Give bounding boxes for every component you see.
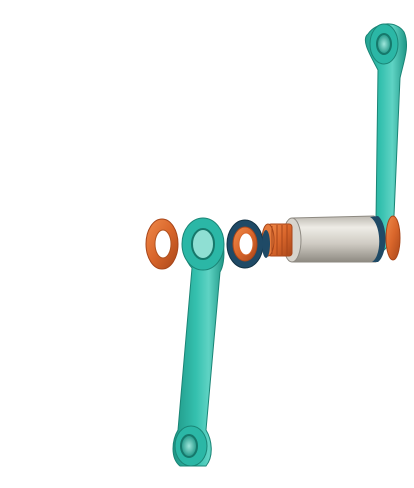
splined-spindle-end <box>261 223 293 257</box>
washer-ring <box>145 218 179 270</box>
bearing-ring <box>226 219 270 269</box>
spindle-sleeve <box>282 215 386 263</box>
left-crank-spline-hole <box>191 228 215 260</box>
left-crank-pedal-hole <box>180 434 198 458</box>
right-end-cap <box>385 215 401 261</box>
left-crank-arm <box>172 217 225 467</box>
right-crank-pedal-hole <box>376 33 392 55</box>
right-crank-arm <box>358 23 407 253</box>
